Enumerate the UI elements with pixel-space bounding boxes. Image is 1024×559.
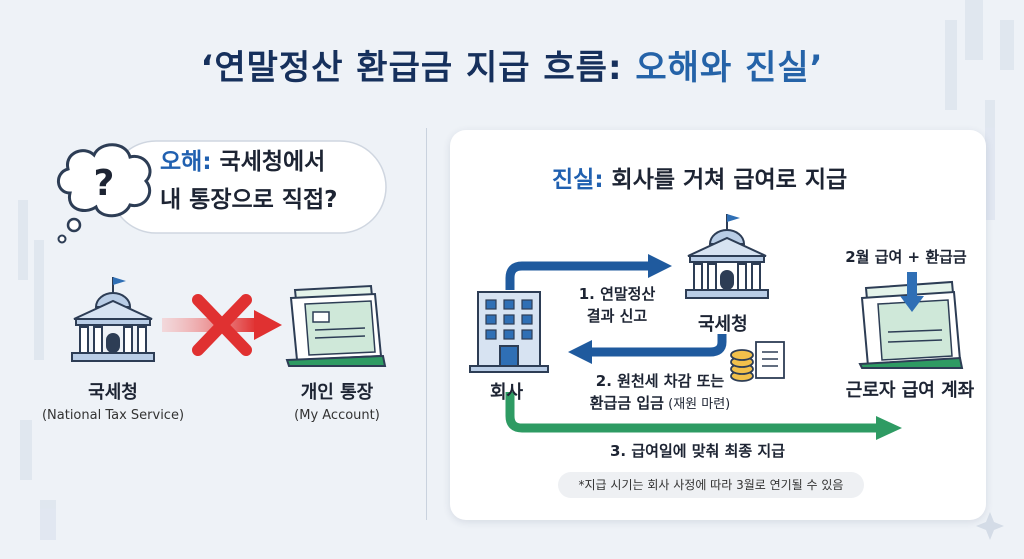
thought-cloud-icon bbox=[57, 143, 152, 244]
truth-text: 회사를 거쳐 급여로 지급 bbox=[603, 167, 848, 193]
myth-label: 오해: bbox=[160, 149, 212, 175]
left-account-label: 개인 통장 bbox=[300, 382, 374, 403]
worker-account-label: 근로자 급여 계좌 bbox=[845, 380, 975, 401]
company-building-icon bbox=[469, 291, 549, 373]
step2-line2: 환급금 입금 bbox=[589, 394, 664, 412]
coins-document-icon bbox=[730, 341, 785, 382]
step1-label: 1. 연말정산 결과 신고 bbox=[567, 283, 667, 327]
company-label: 회사 bbox=[490, 382, 524, 403]
question-mark-icon: ? bbox=[94, 163, 115, 204]
title-prefix: ‘연말정산 환급금 지급 흐름: bbox=[200, 48, 636, 88]
step2-sub: (재원 마련) bbox=[663, 397, 731, 412]
step1-line2: 결과 신고 bbox=[586, 307, 648, 325]
bankbook-icon bbox=[285, 284, 387, 367]
step3-label: 3. 급여일에 맞춰 최종 지급 bbox=[610, 442, 786, 460]
arrow-pay bbox=[505, 392, 878, 433]
worker-account-icon bbox=[858, 272, 964, 369]
right-tax-office-label: 국세청 bbox=[698, 314, 748, 335]
left-tax-office-caption: 국세청 (National Tax Service) bbox=[30, 378, 196, 423]
pay-plus-refund-label: 2월 급여 + 환급금 bbox=[845, 248, 967, 266]
left-tax-office-english: (National Tax Service) bbox=[41, 408, 185, 423]
step2-label: 2. 원천세 차감 또는 환급금 입금 (재원 마련) bbox=[560, 370, 760, 416]
title-accent: 오해와 진실’ bbox=[635, 48, 824, 88]
truth-label: 진실: bbox=[552, 167, 604, 193]
myth-line1: 국세청에서 bbox=[211, 149, 326, 175]
left-account-english: (My Account) bbox=[294, 408, 380, 423]
step1-line1: 1. 연말정산 bbox=[578, 285, 656, 303]
sparkle-icon bbox=[976, 512, 1004, 540]
step2-line1: 2. 원천세 차감 또는 bbox=[595, 372, 725, 390]
vertical-divider bbox=[426, 128, 427, 520]
left-tax-office-label: 국세청 bbox=[88, 382, 138, 403]
flow-arrows bbox=[505, 254, 902, 440]
right-tax-office-building-icon bbox=[685, 214, 769, 299]
deposit-arrow-icon bbox=[900, 272, 924, 312]
truth-heading: 진실: 회사를 거쳐 급여로 지급 bbox=[552, 160, 847, 194]
myth-cloud: ? bbox=[57, 140, 387, 244]
blocked-arrow bbox=[162, 294, 282, 356]
red-cross-icon bbox=[192, 294, 252, 356]
arrow-report bbox=[505, 261, 650, 290]
arrow-refund bbox=[590, 334, 727, 357]
myth-text: 오해: 국세청에서 내 통장으로 직접? bbox=[160, 143, 337, 219]
timing-note: *지급 시기는 회사 사정에 따라 3월로 연기될 수 있음 bbox=[558, 472, 864, 498]
page-title: ‘연말정산 환급금 지급 흐름: 오해와 진실’ bbox=[0, 40, 1024, 89]
left-account-caption: 개인 통장 (My Account) bbox=[262, 378, 412, 423]
tax-office-building-icon bbox=[71, 277, 155, 362]
myth-line2: 내 통장으로 직접? bbox=[160, 187, 338, 213]
